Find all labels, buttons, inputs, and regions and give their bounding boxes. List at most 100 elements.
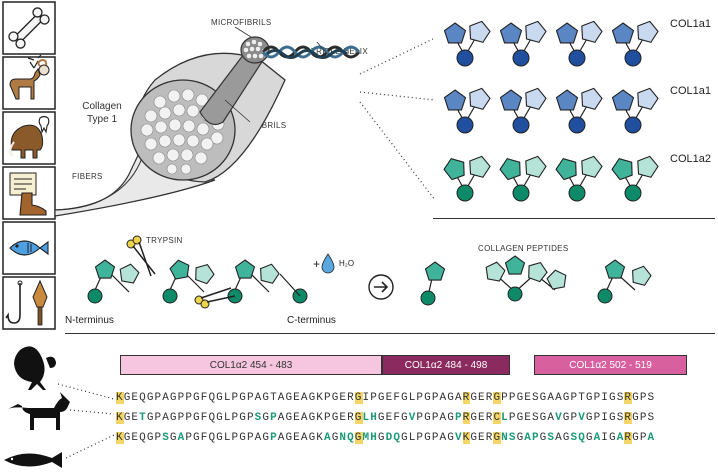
residue: G [539,392,548,404]
amino-acid-ring [604,259,626,279]
residue: G [354,392,363,404]
amino-acid-ring [469,20,491,43]
chain-label-2: COL1a1 [670,85,711,97]
residue: R [347,412,355,424]
residue: E [478,432,486,444]
amino-acid-ring [260,263,280,284]
residue: P [454,412,463,424]
residue: E [478,392,486,404]
residue: G [146,432,155,444]
residue: P [154,412,163,424]
glycine-node [568,184,586,202]
residue: I [601,432,609,444]
turkey-icon [14,346,56,390]
residue: P [593,412,602,424]
residue: P [246,432,255,444]
residue: Q [347,432,355,444]
amino-acid-ring [546,269,567,290]
amino-acid-ring [632,265,652,286]
residue: P [270,412,278,424]
amino-acid-ring [195,263,215,285]
residue: G [169,412,178,424]
residue: G [493,432,502,444]
amino-acid-ring [581,87,603,110]
residue: G [424,392,432,404]
residue: D [385,432,394,444]
amino-acid-ring [499,158,521,181]
residue: P [431,392,440,404]
hook-arrowhead-icon [5,279,48,326]
amino-acid-ring [424,261,446,281]
residue: V [408,412,417,424]
fibers-label: FIBERS [72,172,103,181]
residue: G [308,392,317,404]
glycine-node [420,290,436,306]
glycine-node [624,49,642,67]
amino-acid-ring [485,261,506,282]
fish-icon [9,240,49,256]
residue: K [316,392,324,404]
residue: P [185,392,194,404]
amino-acid-ring [234,259,256,279]
residue: S [570,432,579,444]
residue: G [193,412,201,424]
residue: A [254,392,263,404]
residue: P [416,392,425,404]
residue: S [162,432,170,444]
residue: G [146,412,155,424]
residue: P [270,432,278,444]
residue: A [647,432,656,444]
chain-label-3: COL1a2 [670,153,711,165]
glycine-node [568,116,586,134]
residue: L [223,432,232,444]
residue: C [493,412,502,424]
residue: T [578,392,586,404]
residue: A [555,392,563,404]
residue: K [116,392,124,404]
residue: A [616,432,625,444]
residue: G [447,412,455,424]
residue: G [493,392,502,404]
residue: G [123,412,132,424]
sequence-salmon: KGEQGPSGAPGFQGLPGPAGPAGEAGKAGNQGMHGDQGLP… [116,432,655,444]
region-bar-454-483: COL1α2 454 - 483 [120,355,382,375]
glycine-node [87,288,103,304]
source-icon-column [2,1,56,330]
residue: F [393,412,402,424]
residue: I [362,392,371,404]
residue: K [462,432,471,444]
divider-middle [65,333,715,334]
residue: G [285,432,294,444]
residue: P [639,412,648,424]
glycine-node [507,286,523,302]
residue: E [131,412,140,424]
residue: E [385,392,394,404]
residue: E [131,392,140,404]
arrow-right-icon [368,274,394,300]
residue: G [239,412,247,424]
residue: G [262,412,271,424]
residue: S [647,392,656,404]
connector-top [359,37,435,75]
hook-arrowhead-icon-frame [2,276,56,330]
residue: G [331,392,340,404]
residue: P [246,392,255,404]
residue: V [454,432,463,444]
residue: R [485,392,494,404]
residue: P [570,412,579,424]
microfibrils-label: MICROFIBRILS [211,18,272,27]
residue: P [185,432,194,444]
residue: G [331,432,340,444]
residue: P [508,412,517,424]
residue: S [616,412,625,424]
residue: G [609,412,617,424]
residue: G [562,432,571,444]
chain-row [443,20,659,67]
residue: P [185,412,194,424]
residue: M [362,432,371,444]
glycine-node [512,116,530,134]
residue: G [516,392,525,404]
residue: G [424,412,432,424]
residue: T [139,412,147,424]
residue: P [639,432,648,444]
